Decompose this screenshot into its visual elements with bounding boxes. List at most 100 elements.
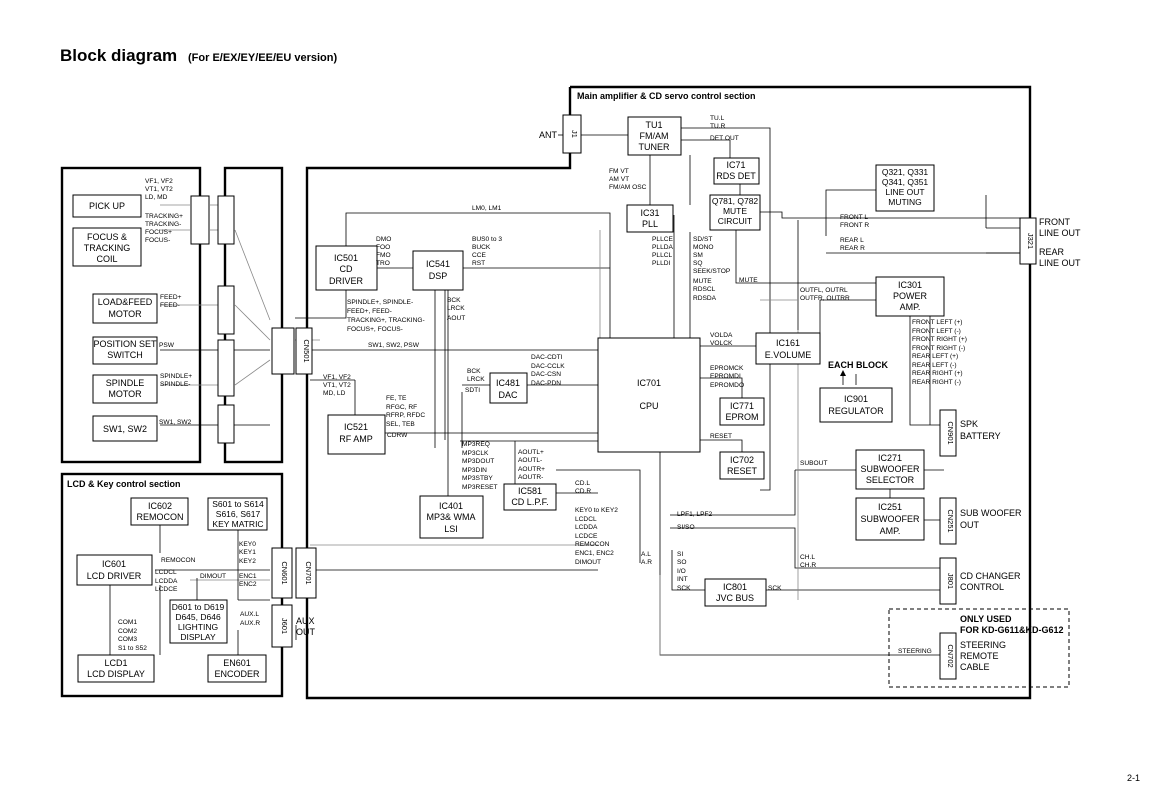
svg-text:FEED-: FEED-	[160, 302, 180, 309]
svg-text:OUTFL, OUTRL: OUTFL, OUTRL	[800, 287, 848, 294]
block-tu1: TU1 FM/AM TUNER	[627, 116, 682, 156]
port-front-line-out-2: LINE OUT	[1039, 228, 1081, 238]
svg-text:COIL: COIL	[96, 254, 117, 264]
connector-j601-label: J601	[280, 618, 289, 634]
svg-text:BUCK: BUCK	[472, 244, 491, 251]
svg-text:AOUTL-: AOUTL-	[518, 457, 542, 464]
svg-text:PICK UP: PICK UP	[89, 201, 125, 211]
main-section-frame	[305, 85, 1032, 700]
svg-text:COM1: COM1	[118, 619, 137, 626]
svg-text:TU.L: TU.L	[710, 115, 725, 122]
svg-text:SUBWOOFER: SUBWOOFER	[860, 464, 920, 474]
svg-text:MP3DOUT: MP3DOUT	[462, 458, 494, 465]
connector-cn251-label: CN251	[946, 509, 955, 532]
svg-text:SUBWOOFER: SUBWOOFER	[860, 514, 920, 524]
connector-cn601-label: CN601	[280, 561, 289, 584]
svg-text:IC161: IC161	[776, 338, 800, 348]
svg-text:A.L: A.L	[641, 551, 651, 558]
svg-text:AUX.L: AUX.L	[240, 611, 259, 618]
svg-text:IC702: IC702	[730, 455, 754, 465]
svg-text:REAR L: REAR L	[840, 237, 864, 244]
svg-text:PLLDA: PLLDA	[652, 244, 673, 251]
svg-text:SD/ST: SD/ST	[693, 236, 712, 243]
svg-text:MP3REQ: MP3REQ	[462, 441, 490, 448]
svg-text:FMO: FMO	[376, 252, 391, 259]
svg-text:FM/AM OSC: FM/AM OSC	[609, 184, 647, 191]
block-ic521: IC521 RF AMP	[327, 414, 386, 455]
connector-cn501: CN501	[295, 327, 313, 375]
svg-text:TU1: TU1	[645, 120, 662, 130]
svg-text:RST: RST	[472, 260, 485, 267]
port-ant: ANT	[539, 130, 558, 140]
svg-text:SQ: SQ	[693, 260, 703, 267]
connector-j321: J321	[1019, 217, 1037, 265]
svg-text:MOTOR: MOTOR	[108, 389, 142, 399]
svg-text:TRO: TRO	[376, 260, 390, 267]
port-sub-woofer-out-2: OUT	[960, 520, 980, 530]
block-ic501: IC501 CD DRIVER	[315, 245, 378, 291]
svg-text:LCD DRIVER: LCD DRIVER	[87, 571, 142, 581]
svg-text:IC771: IC771	[730, 401, 754, 411]
svg-text:LCDDA: LCDDA	[155, 578, 178, 585]
only-used-label-1: ONLY USED	[960, 614, 1012, 624]
connector-j321-label: J321	[1026, 233, 1035, 249]
svg-text:MD, LD: MD, LD	[323, 390, 346, 397]
svg-text:MUTE: MUTE	[739, 277, 758, 284]
svg-text:SPINDLE-: SPINDLE-	[160, 381, 190, 388]
svg-text:EPROMDO: EPROMDO	[710, 382, 744, 389]
svg-text:EPROMDI: EPROMDI	[710, 373, 741, 380]
svg-text:DRIVER: DRIVER	[329, 276, 364, 286]
block-ic401: IC401 MP3& WMA LSI	[419, 495, 484, 539]
svg-text:SUBOUT: SUBOUT	[800, 460, 827, 467]
svg-text:RDSCL: RDSCL	[693, 286, 716, 293]
svg-text:IC251: IC251	[878, 502, 902, 512]
svg-text:FRONT LEFT (+): FRONT LEFT (+)	[912, 319, 963, 326]
svg-text:SWITCH: SWITCH	[107, 350, 143, 360]
svg-text:EPROM: EPROM	[725, 412, 758, 422]
each-block-label: EACH BLOCK	[828, 360, 888, 370]
svg-text:IC31: IC31	[640, 208, 659, 218]
svg-text:STEERING: STEERING	[898, 648, 932, 655]
svg-text:DET OUT: DET OUT	[710, 135, 739, 142]
svg-text:AOUTR+: AOUTR+	[518, 466, 545, 473]
svg-text:MP3DIN: MP3DIN	[462, 467, 487, 474]
svg-text:VOLCK: VOLCK	[710, 340, 733, 347]
svg-text:LIGHTING: LIGHTING	[178, 622, 218, 632]
svg-text:AMP.: AMP.	[880, 526, 901, 536]
svg-text:DSP: DSP	[429, 271, 448, 281]
svg-text:REAR LEFT (+): REAR LEFT (+)	[912, 353, 958, 360]
svg-text:DAC-CSN: DAC-CSN	[531, 371, 561, 378]
svg-text:FOCUS+, FOCUS-: FOCUS+, FOCUS-	[347, 326, 403, 333]
page-subtitle: (For E/EX/EY/EE/EU version)	[188, 52, 337, 64]
svg-text:DAC-CCLK: DAC-CCLK	[531, 363, 565, 370]
block-position-switch: POSITION SET SWITCH	[92, 336, 158, 365]
svg-text:E.VOLUME: E.VOLUME	[765, 350, 812, 360]
svg-text:KEY0 to KEY2: KEY0 to KEY2	[575, 507, 618, 514]
svg-text:SPINDLE+, SPINDLE-: SPINDLE+, SPINDLE-	[347, 299, 413, 306]
svg-text:SEEK/STOP: SEEK/STOP	[693, 268, 731, 275]
svg-text:FOCUS &: FOCUS &	[87, 232, 127, 242]
connector-cn901: CN901	[939, 409, 957, 457]
svg-text:MP3CLK: MP3CLK	[462, 450, 489, 457]
svg-text:SM: SM	[693, 252, 703, 259]
svg-text:FRONT RIGHT (+): FRONT RIGHT (+)	[912, 336, 967, 343]
svg-text:PLLDI: PLLDI	[652, 260, 670, 267]
svg-text:FRONT L: FRONT L	[840, 214, 868, 221]
connector-j1-label: J1	[570, 130, 579, 138]
svg-text:CDRW: CDRW	[387, 432, 408, 439]
svg-text:S1 to S52: S1 to S52	[118, 645, 147, 652]
svg-text:DMO: DMO	[376, 236, 391, 243]
block-ic541: IC541 DSP	[412, 250, 464, 291]
svg-text:RESET: RESET	[727, 466, 758, 476]
block-ic271: IC271 SUBWOOFER SELECTOR	[855, 449, 925, 490]
svg-text:AUX.R: AUX.R	[240, 620, 260, 627]
port-rear-line-out-1: REAR	[1039, 247, 1065, 257]
connector-cn702: CN702	[939, 632, 957, 680]
port-cd-changer-1: CD CHANGER	[960, 571, 1021, 581]
connector-j601: J601	[271, 604, 293, 648]
svg-text:IC501: IC501	[334, 253, 358, 263]
block-en601: EN601 ENCODER	[207, 654, 267, 683]
svg-text:TRACKING: TRACKING	[84, 243, 131, 253]
svg-text:CCE: CCE	[472, 252, 487, 259]
connector-cn501-label: CN501	[302, 339, 311, 362]
